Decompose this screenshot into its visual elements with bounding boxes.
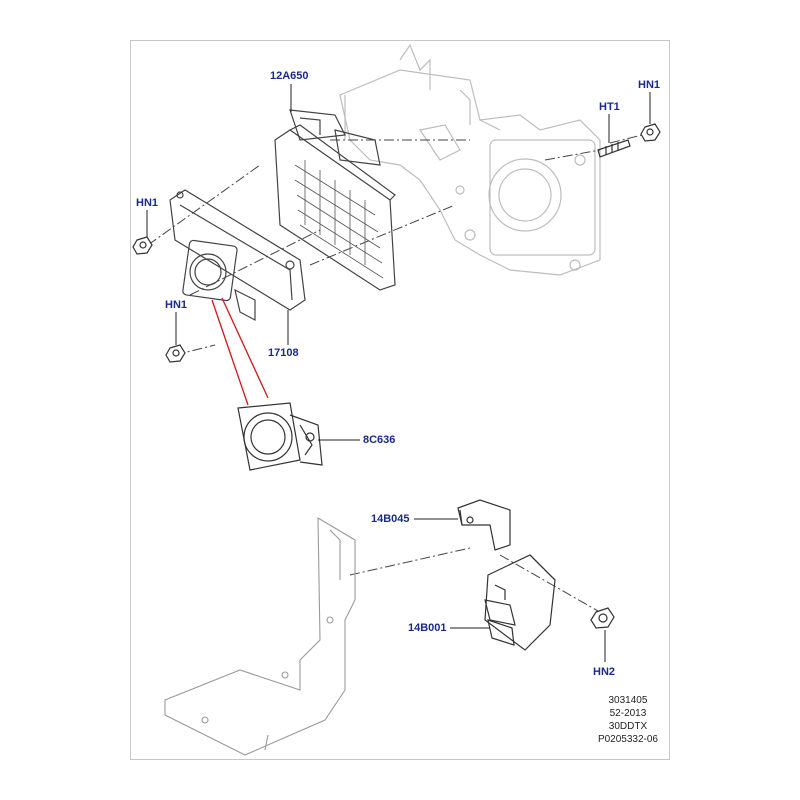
- engine-control-module: [274, 109, 396, 291]
- diagram-reference-info: 3031405 52-2013 30DDTX P0205332-06: [598, 694, 658, 746]
- callout-ht1: HT1: [599, 101, 620, 113]
- assembly-lines: [147, 132, 651, 616]
- callout-hn2: HN2: [593, 666, 616, 678]
- nut-hn2: [590, 607, 615, 629]
- nut-hn1-lower: [165, 344, 186, 363]
- callout-hn1-lower: HN1: [165, 299, 188, 311]
- callout-hn1-left: HN1: [136, 197, 159, 209]
- callout-14b045: 14B045: [371, 513, 410, 525]
- callout-17108: 17108: [268, 347, 299, 359]
- module-bracket: [457, 499, 511, 551]
- reference-date: 52-2013: [609, 708, 647, 719]
- nut-hn1-top: [640, 123, 661, 142]
- detail-highlight-lines: [211, 297, 269, 406]
- diagram-frame: [130, 40, 670, 760]
- reference-illustration-id: P0205332-06: [597, 734, 658, 745]
- ecu-mounting-plate: [169, 189, 306, 321]
- nut-hn1-left: [132, 236, 153, 255]
- glow-plug-module: [484, 554, 556, 651]
- background-housing: [339, 43, 601, 276]
- lower-support-bracket: [164, 517, 356, 756]
- callout-8c636: 8C636: [363, 434, 396, 446]
- callout-12a650: 12A650: [270, 70, 309, 82]
- reference-number: 3031405: [608, 695, 648, 706]
- leader-lines: [146, 84, 651, 662]
- callout-14b001: 14B001: [408, 622, 447, 634]
- callout-hn1-top: HN1: [638, 79, 661, 91]
- cooling-fan: [237, 402, 323, 471]
- stud-ht1: [597, 139, 631, 158]
- reference-model-code: 30DDTX: [608, 721, 648, 732]
